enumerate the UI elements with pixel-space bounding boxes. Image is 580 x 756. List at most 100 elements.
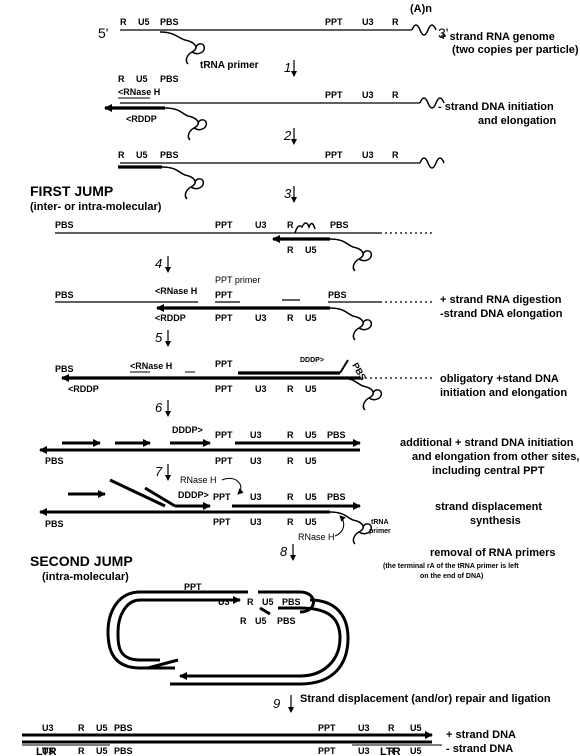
inner-strand-join (259, 606, 271, 616)
label-u5-left: U5 (96, 723, 108, 733)
outer-strand-right (180, 606, 342, 678)
second-jump-title: SECOND JUMP (30, 553, 133, 569)
desc-minus-initiation: - strand DNA initiation (438, 101, 554, 113)
outer-strand-left (106, 590, 248, 670)
row-pre-jump: R U5 PBS PPT U3 R (118, 150, 445, 200)
desc-end-of-dna: on the end of DNA) (420, 573, 483, 580)
label-u3: U3 (218, 597, 230, 607)
label-r: R (287, 492, 294, 502)
label-ppt: PPT (215, 220, 233, 230)
label-u3-b: U3 (255, 313, 267, 323)
dddp-label: DDDP> (300, 357, 324, 364)
label-pbs: PBS (160, 17, 179, 27)
label-ppt: PPT (215, 359, 233, 369)
label-pbs: PBS (55, 220, 74, 230)
row-rna-genome: 5' (A)n 3' R U5 PBS PPT U3 R tRNA primer… (98, 3, 579, 71)
label-r: R (287, 430, 294, 440)
desc-strand-displacement-repair: Strand displacement (and/or) repair and … (300, 693, 551, 705)
desc-and-elongation: and elongation (478, 115, 557, 127)
dddp-label: DDDP> (172, 425, 203, 435)
label-u3: U3 (255, 220, 267, 230)
rddp-label: <RDDP (126, 114, 157, 124)
trna-icon (161, 166, 205, 200)
desc-central-ppt: including central PPT (432, 465, 545, 477)
label-pbs: PBS (327, 430, 346, 440)
step-5-label: 5 (155, 330, 163, 345)
ltr-label-left: LTR (36, 746, 57, 756)
desc-synthesis: synthesis (470, 515, 521, 527)
label-u3-b: U3 (250, 517, 262, 527)
label-u5: U5 (136, 74, 148, 84)
row-rna-digestion: PPT primer PBS <RNase H PPT PBS <RDDP PP… (55, 275, 563, 341)
label-ppt-b: PPT (213, 517, 231, 527)
label-pbs: PBS (160, 74, 179, 84)
label-ppt: PPT (325, 17, 343, 27)
label-r-b: R (287, 245, 294, 255)
label-ppt-right-b: PPT (318, 746, 336, 756)
trna-icon (164, 107, 208, 141)
label-r-right: R (388, 723, 395, 733)
three-prime-label: 3' (438, 25, 448, 41)
label-pbs: PBS (160, 150, 179, 160)
rnase-h-pointer (221, 478, 244, 495)
label-pbs: PBS (55, 364, 74, 374)
inner-strand-left (116, 598, 240, 662)
label-r-3: R (392, 90, 399, 100)
polyA-tail-icon (419, 157, 445, 169)
label-u3-right-b: U3 (358, 746, 370, 756)
label-pbs-b: PBS (45, 456, 64, 466)
label-ppt-b: PPT (215, 313, 233, 323)
desc-other-sites: and elongation from other sites, (412, 451, 579, 463)
row-additional-initiation: DDDP> PPT U3 R U5 PBS PBS PPT U3 R U5 ad… (39, 425, 579, 477)
label-ppt: PPT (215, 290, 233, 300)
displaced-strand-1 (109, 478, 166, 508)
final-double-stranded-dna: U3 R U5 PBS PPT U3 R U5 U3 R U5 PBS PPT … (22, 723, 516, 756)
label-ppt: PPT (213, 492, 231, 502)
label-u3-right: U3 (358, 723, 370, 733)
trna-icon (329, 307, 373, 341)
label-r-b: R (240, 616, 247, 626)
label-ppt: PPT (325, 150, 343, 160)
label-r-b: R (287, 517, 294, 527)
trna-label: tRNA (371, 519, 389, 526)
label-r: R (120, 17, 127, 27)
label-pbs-b: PBS (45, 519, 64, 529)
step-4-label: 4 (155, 256, 162, 271)
label-u5-b: U5 (305, 456, 317, 466)
displaced-strand-2 (144, 486, 176, 508)
label-ppt-right: PPT (318, 723, 336, 733)
trna-icon (159, 31, 206, 65)
desc-strand-displacement: strand displacement (435, 501, 542, 513)
dddp-label: DDDP> (178, 490, 209, 500)
label-u3-b: U3 (255, 384, 267, 394)
label-r-b: R (287, 384, 294, 394)
trna-primer-label: tRNA primer (200, 60, 259, 71)
label-u5: U5 (305, 430, 317, 440)
label-r-3: R (392, 17, 399, 27)
label-r-left: R (78, 723, 85, 733)
trna-icon (339, 377, 383, 411)
rnase-h-label-bottom: RNase H (298, 532, 335, 542)
label-ppt-b: PPT (215, 384, 233, 394)
step-6-label: 6 (155, 400, 163, 415)
label-u5-right-b: U5 (410, 746, 422, 756)
polyA-label: (A)n (410, 3, 432, 15)
desc-minus-elongation: -strand DNA elongation (440, 308, 563, 320)
label-u5: U5 (305, 492, 317, 502)
desc-obligatory: obligatory +stand DNA (440, 373, 559, 385)
label-u3-b: U3 (250, 456, 262, 466)
label-u5-b: U5 (305, 384, 317, 394)
step-7-label: 7 (155, 464, 163, 479)
step-9-label: 9 (273, 696, 280, 711)
label-u3: U3 (362, 17, 374, 27)
rddp-label: <RDDP (155, 313, 186, 323)
label-r-b: R (287, 456, 294, 466)
rnase-h-label: <RNase H (118, 87, 160, 97)
row-minus-strand-initiation: R U5 PBS <RNase H <RDDP PPT U3 R - stran… (104, 74, 557, 141)
label-u5-b: U5 (255, 616, 267, 626)
step-2-label: 2 (283, 128, 292, 143)
label-u3: U3 (250, 492, 262, 502)
trna-icon (329, 511, 373, 545)
circular-intermediate: PPT U3 R U5 PBS R U5 PBS (106, 582, 350, 686)
